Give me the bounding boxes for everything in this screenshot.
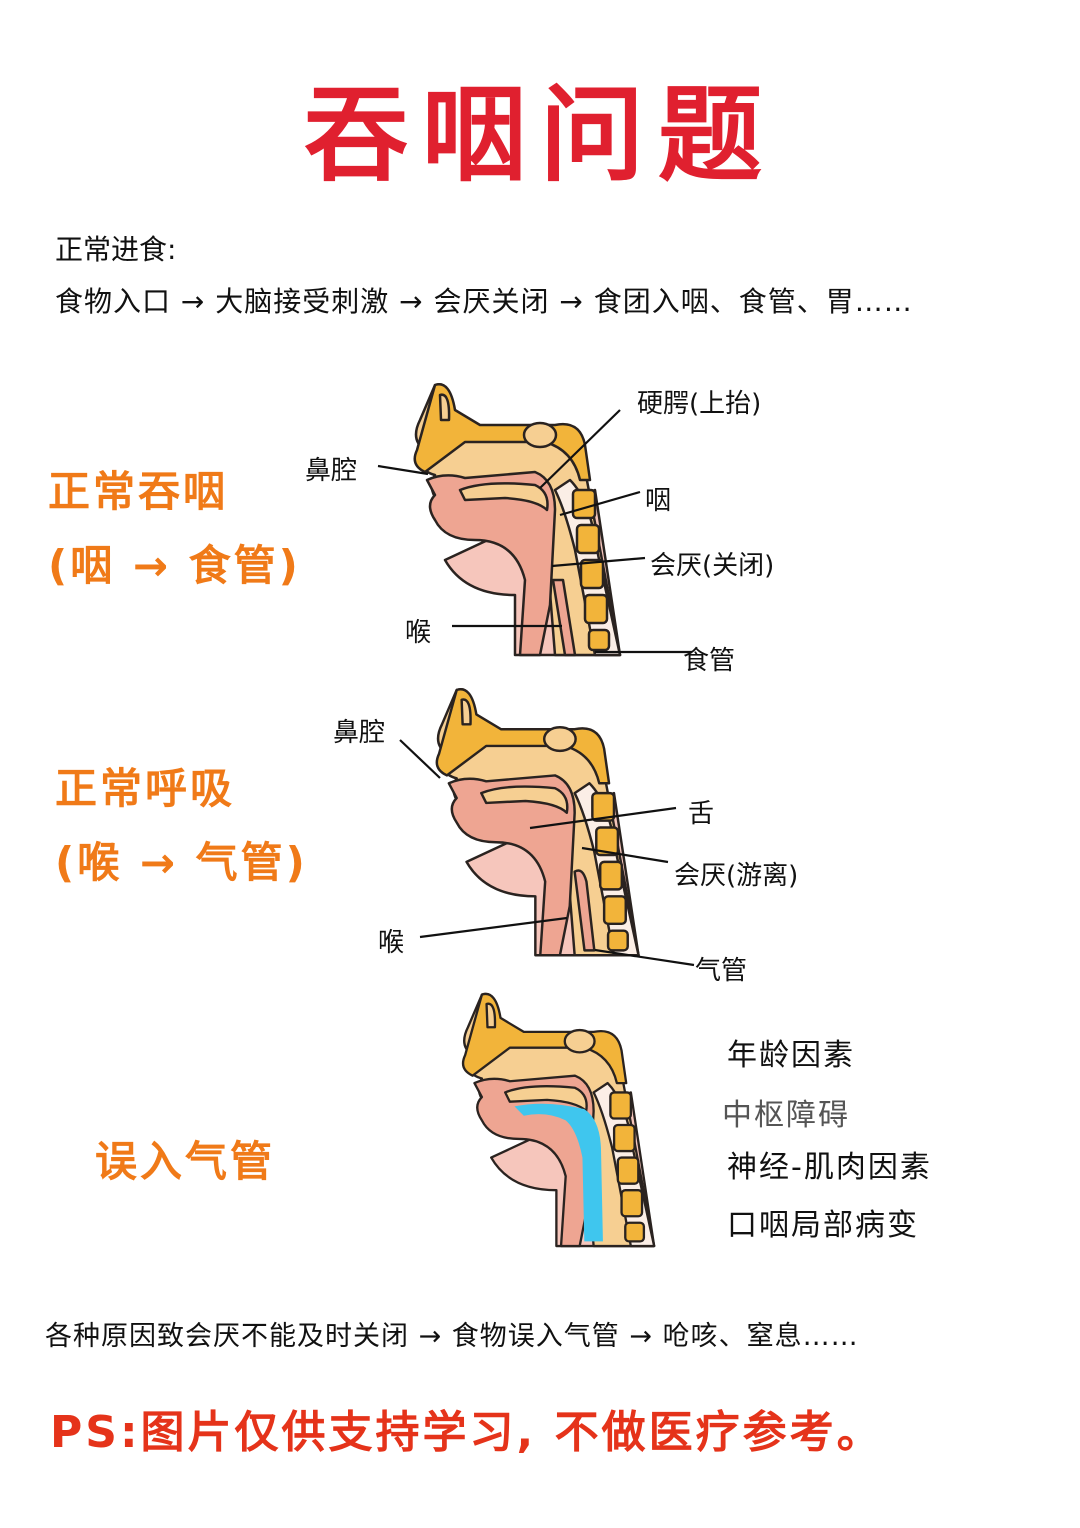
intro-heading: 正常进食: <box>55 233 177 266</box>
label-pharynx: 咽 <box>645 486 672 516</box>
section-label-normal-swallow: 正常吞咽 (咽 → 食管) <box>48 455 301 603</box>
factor-central-disorder: 中枢障碍 <box>722 1098 850 1133</box>
section-label-line1: 误入气管 <box>95 1137 276 1186</box>
label-nasal-cavity: 鼻腔 <box>333 718 386 748</box>
diagram-normal-breathing <box>425 685 685 970</box>
section-label-line2: (喉 → 气管) <box>55 838 308 887</box>
label-trachea: 气管 <box>695 956 748 986</box>
label-tongue: 舌 <box>688 799 715 829</box>
label-larynx: 喉 <box>378 928 405 958</box>
label-hard-palate: 硬腭(上抬) <box>637 389 762 419</box>
page-title: 吞咽问题 <box>303 74 776 196</box>
label-esophagus: 食管 <box>683 646 736 676</box>
section-label-line1: 正常吞咽 <box>48 467 229 516</box>
factor-neuromuscular: 神经-肌肉因素 <box>727 1150 932 1185</box>
section-label-normal-breathing: 正常呼吸 (喉 → 气管) <box>55 752 308 900</box>
factor-oropharyngeal-lesion: 口咽局部病变 <box>727 1208 919 1243</box>
diagram-normal-swallow <box>405 380 665 670</box>
label-epiglottis-closed: 会厌(关闭) <box>650 551 775 581</box>
section-label-line2: (咽 → 食管) <box>48 541 301 590</box>
disclaimer-note: PS:图片仅供支持学习, 不做医疗参考。 <box>50 1407 884 1458</box>
head-neck-aspiration-icon <box>461 992 656 1248</box>
head-neck-sagittal-icon <box>435 688 640 957</box>
factor-age: 年龄因素 <box>727 1038 855 1073</box>
label-epiglottis-free: 会厌(游离) <box>674 861 799 891</box>
section-label-line1: 正常呼吸 <box>55 764 236 813</box>
head-neck-sagittal-icon <box>413 383 622 657</box>
label-larynx: 喉 <box>405 618 432 648</box>
section-label-aspiration: 误入气管 <box>95 1125 275 1199</box>
aspiration-flow-text: 各种原因致会厌不能及时关闭 → 食物误入气管 → 呛咳、窒息…… <box>45 1321 859 1352</box>
intro-flow-text: 食物入口 → 大脑接受刺激 → 会厌关闭 → 食团入咽、食管、胃…… <box>55 285 913 318</box>
diagram-aspiration <box>445 990 705 1260</box>
label-nasal-cavity: 鼻腔 <box>305 456 358 486</box>
